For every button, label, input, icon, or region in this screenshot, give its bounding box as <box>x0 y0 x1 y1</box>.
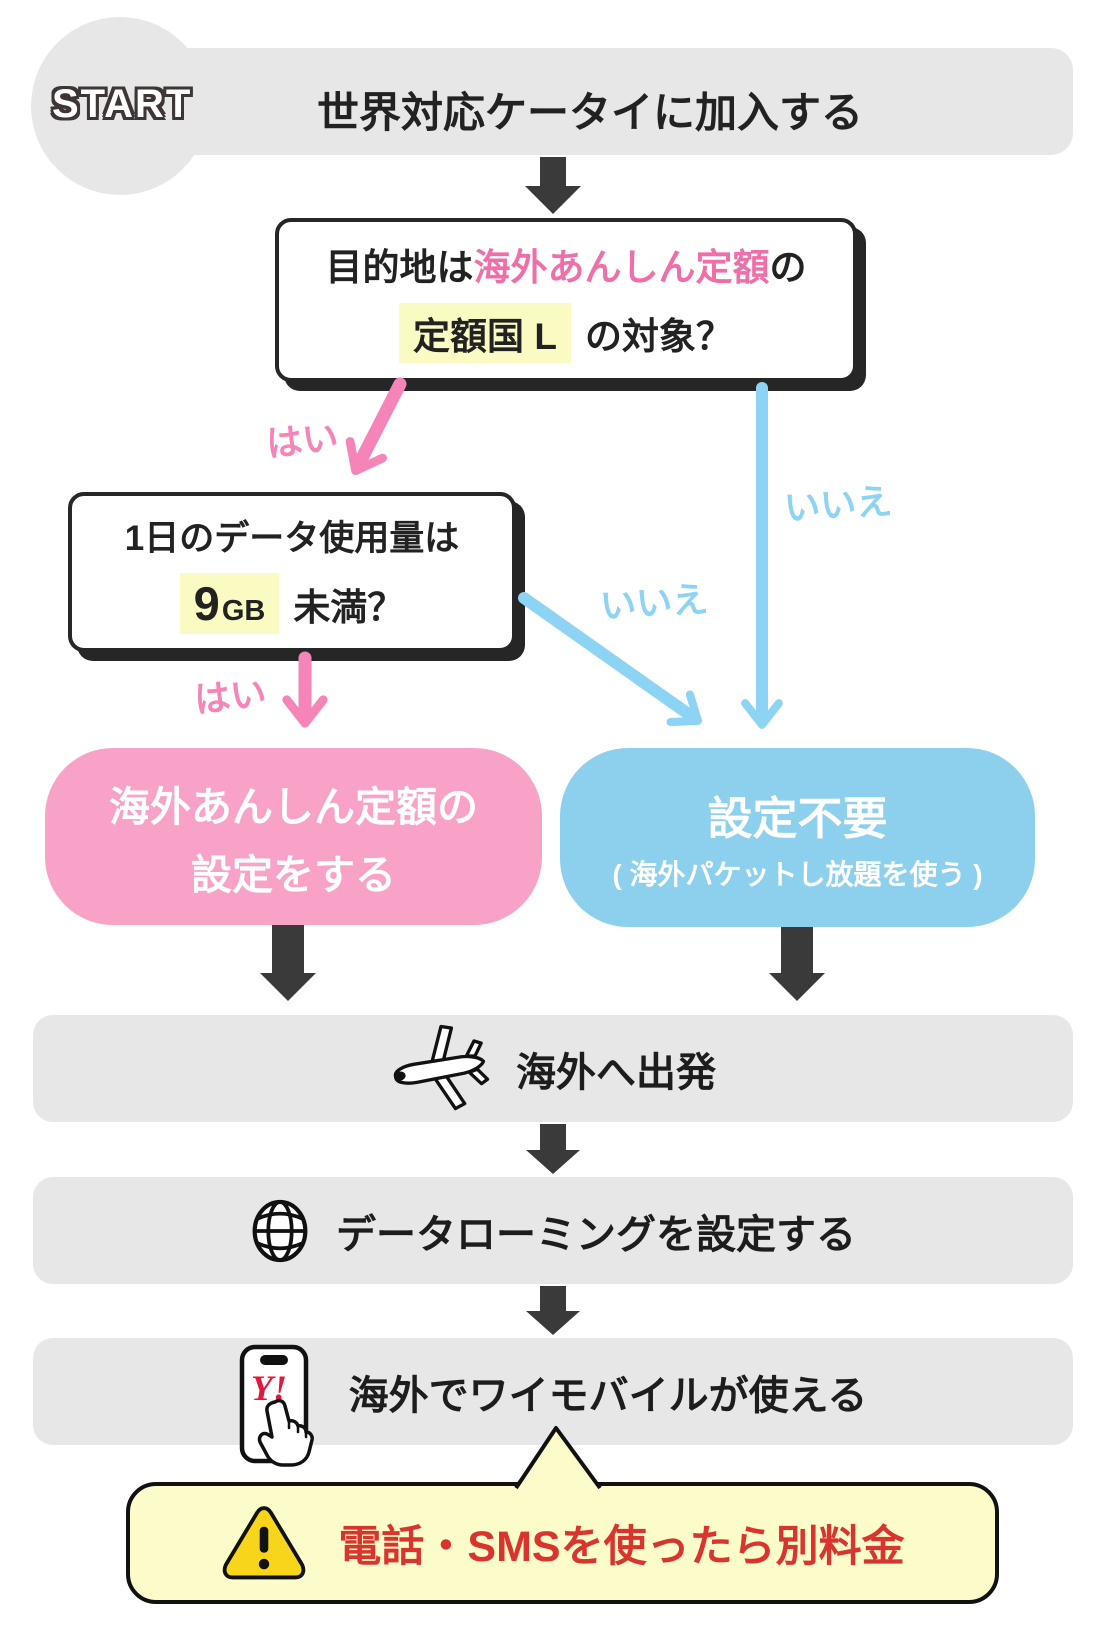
bubble-pointer <box>514 1426 602 1490</box>
warning-bubble: 電話・SMSを使ったら別料金 <box>126 1482 999 1604</box>
q2-line1: 1日のデータ使用量は <box>124 519 460 558</box>
step-label: データローミングを設定する <box>336 1212 856 1257</box>
q1-emphasis: 海外あんしん定額 <box>473 247 770 288</box>
yes-label-1: はい <box>264 416 341 465</box>
flow-arrow-down-4 <box>526 1124 580 1174</box>
result-no-sub: ( 海外パケットし放題を使う ) <box>612 859 983 890</box>
flow-arrow-down-2 <box>260 920 316 1001</box>
q2-suffix: 未満？ <box>293 586 405 628</box>
warning-text: 電話・SMSを使ったら別料金 <box>338 1523 905 1571</box>
flow-arrow-down-3 <box>769 920 825 1001</box>
yes-label-2: はい <box>192 672 269 721</box>
result-yes-line1: 海外あんしん定額の <box>109 783 478 830</box>
q2-value: 9 <box>193 577 220 630</box>
q1-mid: の <box>769 247 807 288</box>
question-box-destination: 目的地は海外あんしん定額の 定額国 L の対象？ <box>275 218 857 382</box>
step-label: 海外でワイモバイルが使える <box>348 1373 868 1418</box>
q1-suffix: の対象？ <box>584 316 733 357</box>
q1-prefix: 目的地は <box>325 247 474 288</box>
start-title: 世界対応ケータイに加入する <box>316 89 863 136</box>
step-depart-overseas: 海外へ出発 <box>33 1015 1073 1122</box>
result-yes-line2: 設定をする <box>191 851 396 898</box>
globe-icon <box>250 1198 310 1264</box>
start-circle <box>31 17 209 195</box>
flow-arrow-down-1 <box>525 157 581 214</box>
q1-line1: 目的地は海外あんしん定額の <box>326 237 807 291</box>
q2-unit: GB <box>221 595 266 627</box>
q1-highlight: 定額国 L <box>399 303 571 363</box>
airplane-icon <box>390 1022 490 1116</box>
result-no-title: 設定不要 <box>707 793 888 844</box>
pointing-hand-icon <box>257 1398 314 1467</box>
result-box-no-setup: 設定不要 ( 海外パケットし放題を使う ) <box>560 748 1035 927</box>
warning-icon <box>220 1504 308 1582</box>
step-set-data-roaming: データローミングを設定する <box>33 1177 1073 1284</box>
no-label-2: いいえ <box>598 578 710 627</box>
yes-arrow-1 <box>345 377 407 476</box>
result-box-flat-rate-setup: 海外あんしん定額の 設定をする <box>45 748 542 925</box>
phone-icon: Y! <box>239 1338 323 1467</box>
flow-arrow-down-5 <box>526 1286 580 1335</box>
no-label-1: いいえ <box>782 480 894 529</box>
start-bar <box>60 48 1073 155</box>
step-ymobile-usable: Y! 海外でワイモバイルが使える <box>33 1338 1073 1467</box>
step-label: 海外へ出発 <box>516 1050 716 1095</box>
start-badge: START <box>52 82 193 126</box>
q1-line2: 定額国 L の対象？ <box>399 303 733 363</box>
